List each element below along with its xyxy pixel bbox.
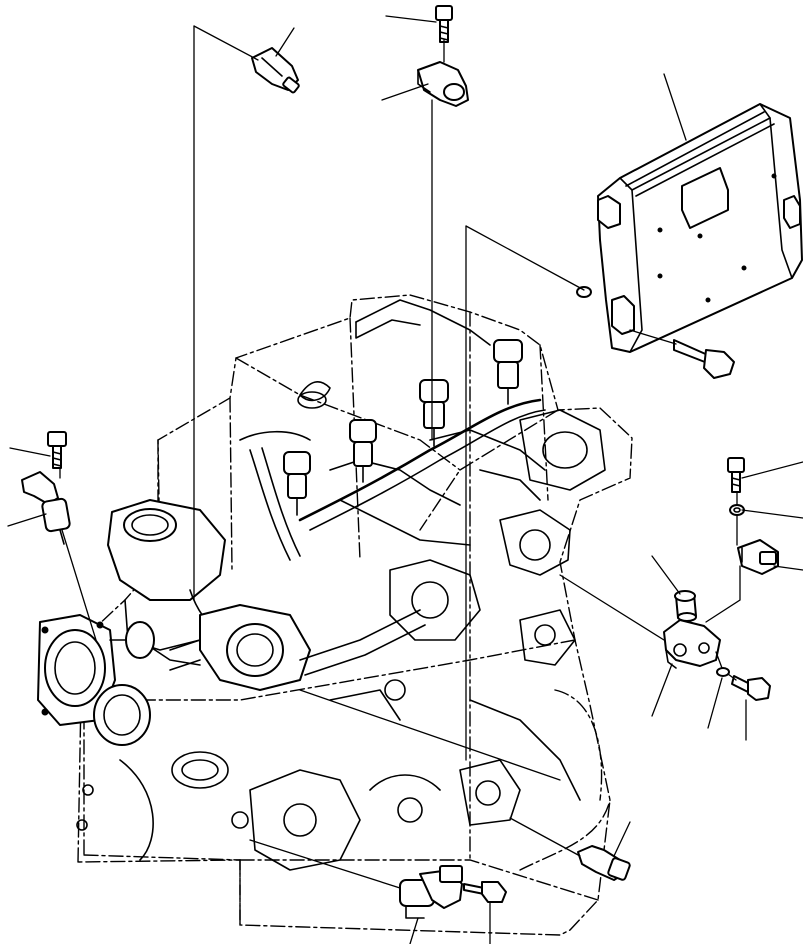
sensor-top-left bbox=[251, 47, 300, 94]
cylinder-head bbox=[239, 299, 546, 561]
spacer bbox=[674, 590, 697, 622]
bracket-right bbox=[663, 619, 721, 669]
water-outlet-pipe bbox=[169, 604, 426, 691]
bolt-top-center bbox=[435, 5, 453, 43]
cam-sensor-left bbox=[21, 471, 71, 545]
thermostat-housing bbox=[37, 614, 201, 746]
bolt-right bbox=[727, 457, 745, 493]
assembly-lines bbox=[59, 25, 741, 889]
engine-controller bbox=[597, 103, 803, 353]
fuel-injectors bbox=[283, 339, 546, 531]
washer-ecu bbox=[576, 286, 592, 298]
bolt-bottom bbox=[463, 881, 507, 903]
sensor-bottom-center bbox=[399, 865, 463, 919]
sensor-bracket-top bbox=[417, 61, 469, 107]
callout-leaders bbox=[7, 15, 803, 944]
bolt-left bbox=[47, 431, 67, 469]
controller-bolt bbox=[673, 339, 735, 379]
block-details bbox=[76, 409, 606, 871]
washer-lower-right bbox=[716, 667, 730, 677]
bolt-lower-right bbox=[731, 675, 771, 701]
sensor-bottom-right bbox=[577, 845, 631, 881]
water-pump bbox=[107, 499, 251, 651]
speed-sensor-right bbox=[737, 539, 779, 575]
